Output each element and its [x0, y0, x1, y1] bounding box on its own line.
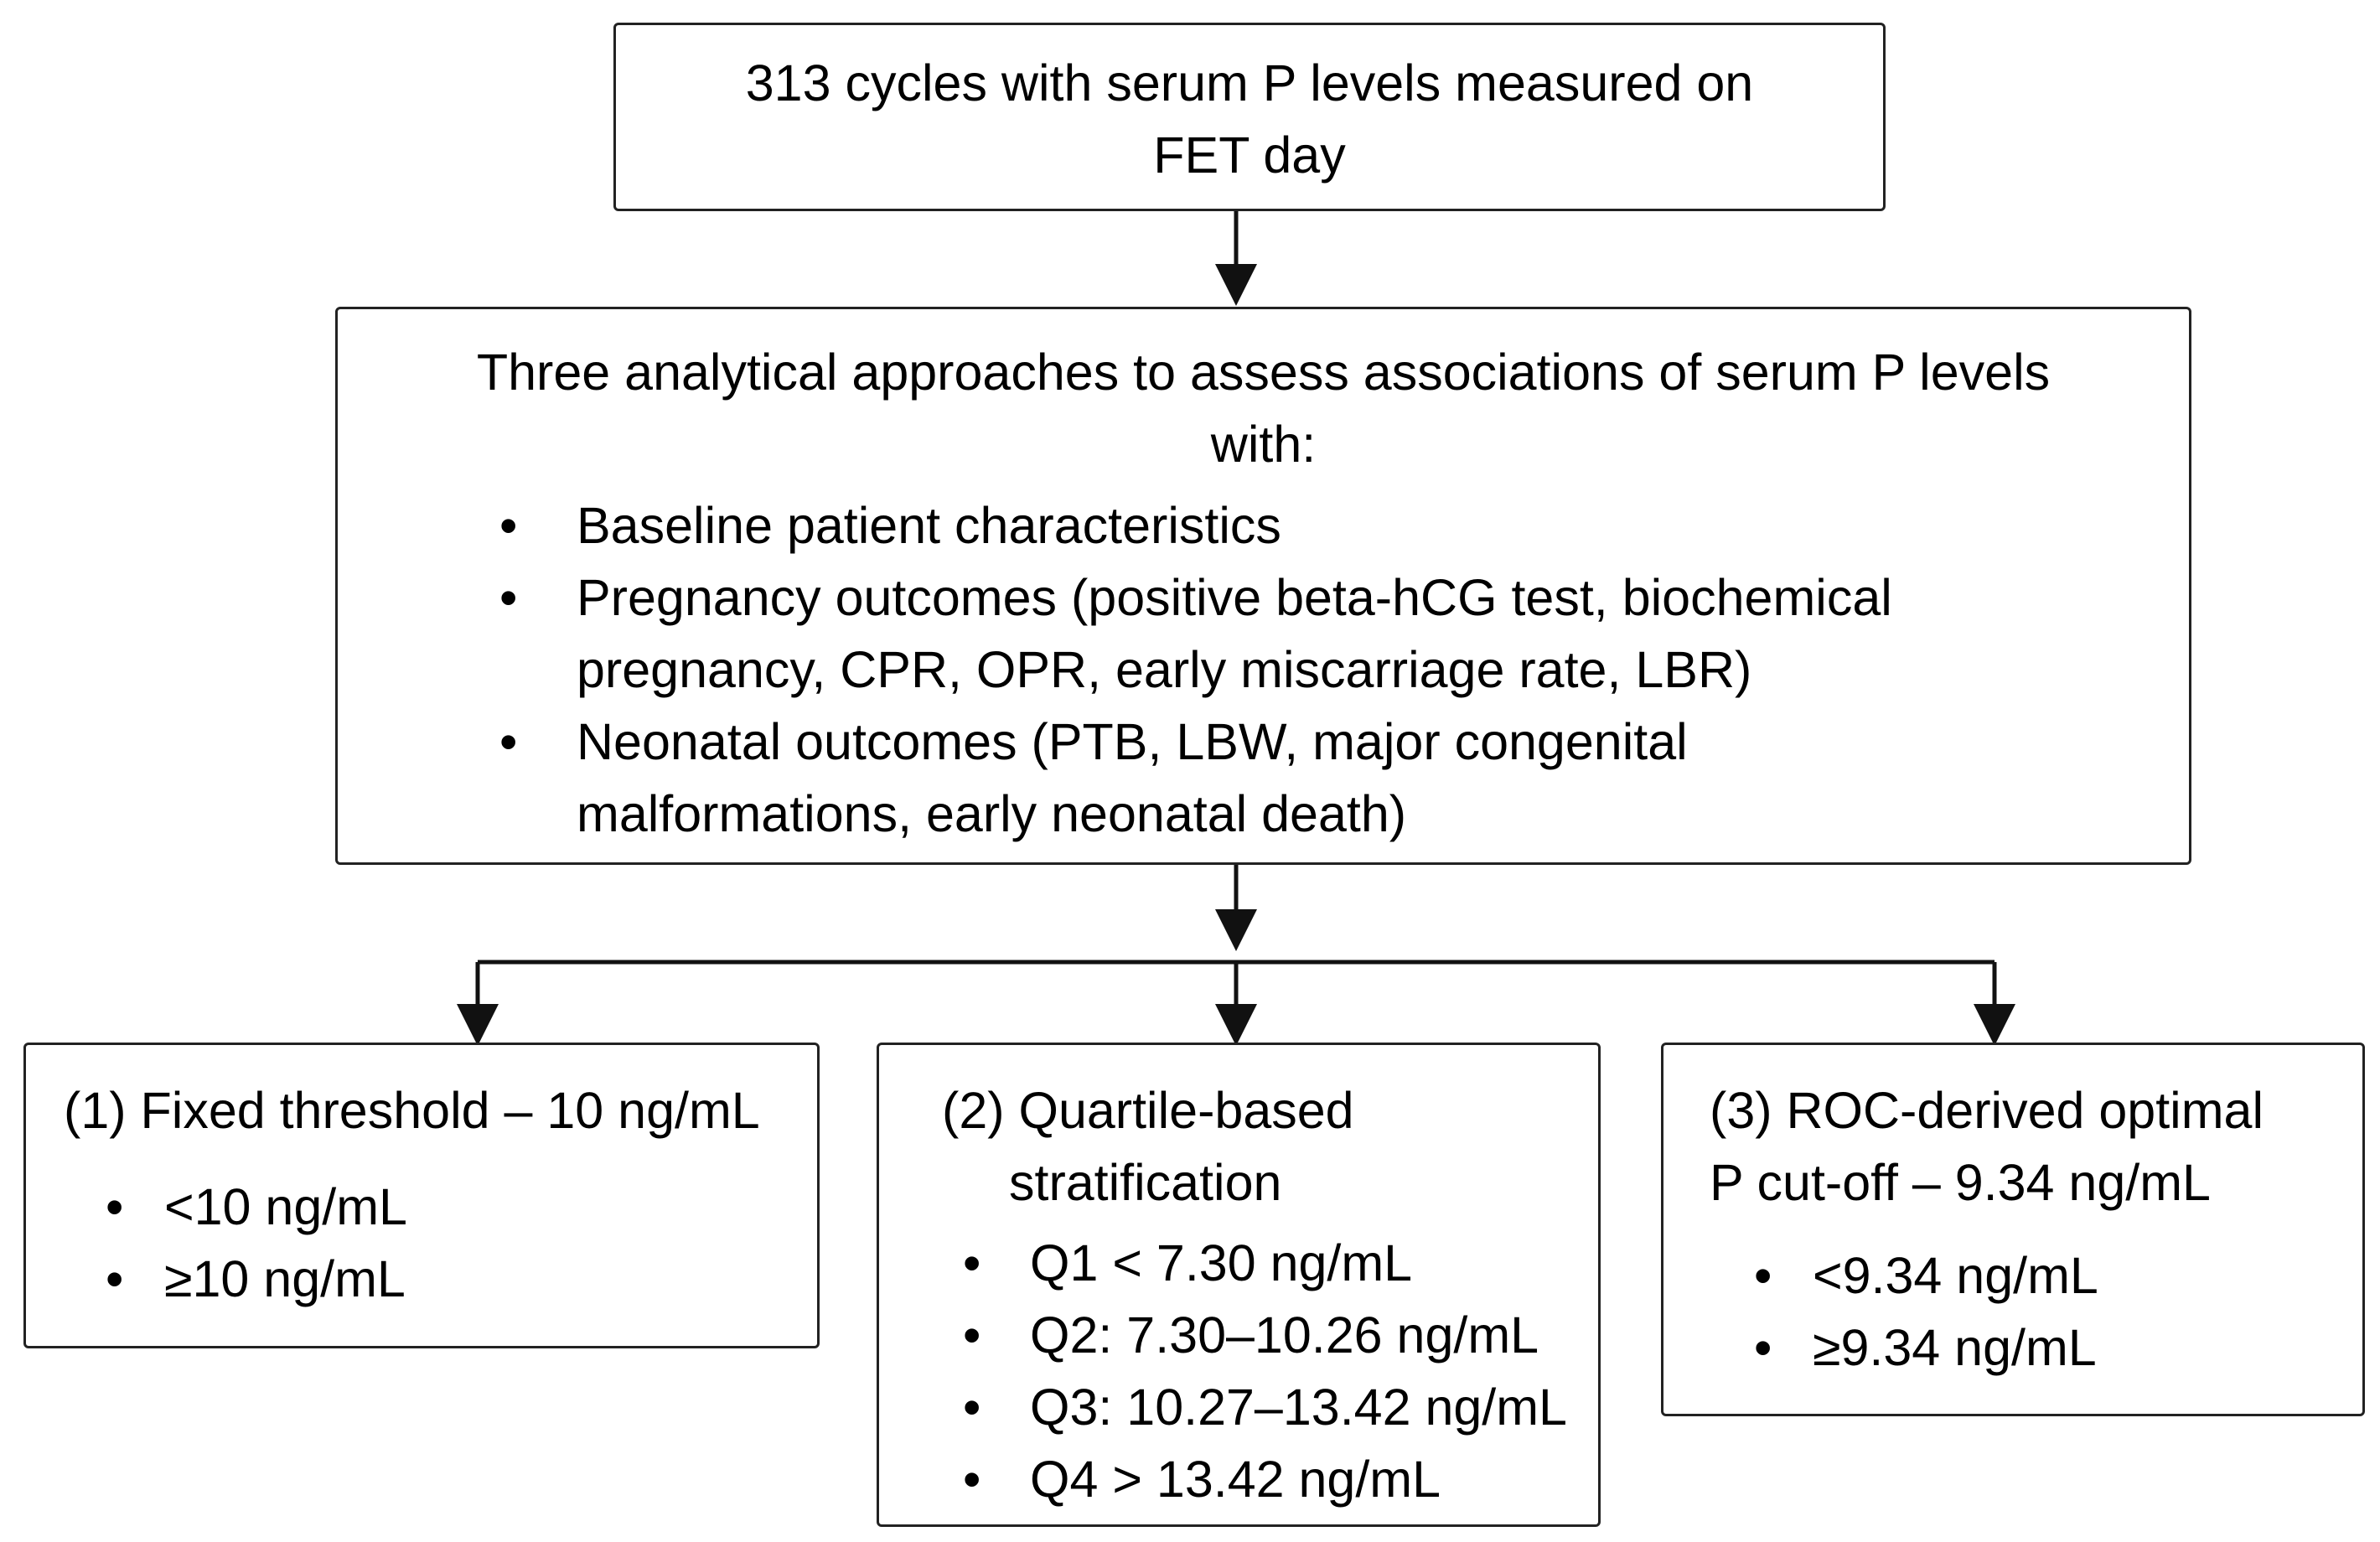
quartile-item-q4: Q4 > 13.42 ng/mL — [1030, 1451, 1441, 1508]
outcome-item-neonatal-line-2: malformations, early neonatal death) — [577, 785, 1407, 842]
roc-item-above: ≥9.34 ng/mL — [1813, 1319, 2097, 1376]
quartile-item-q1: Q1 < 7.30 ng/mL — [1030, 1234, 1413, 1291]
list-item: • <10 ng/mL — [106, 1171, 407, 1243]
bullet-icon: • — [106, 1250, 124, 1307]
bullet-icon: • — [963, 1307, 981, 1363]
bullet-icon: • — [106, 1178, 124, 1235]
quartile-list: • Q1 < 7.30 ng/mL • Q2: 7.30–10.26 ng/mL… — [963, 1227, 1567, 1515]
list-item: • Neonatal outcomes (PTB, LBW, major con… — [493, 706, 2127, 850]
fixed-threshold-title: (1) Fixed threshold – 10 ng/mL — [64, 1082, 760, 1139]
roc-cutoff-box: (3) ROC-derived optimal P cut-off – 9.34… — [1661, 1043, 2365, 1416]
list-item: • Q3: 10.27–13.42 ng/mL — [963, 1371, 1567, 1443]
bullet-icon: • — [963, 1234, 981, 1291]
quartile-item-q3: Q3: 10.27–13.42 ng/mL — [1030, 1379, 1567, 1436]
cohort-text-line-2: FET day — [1153, 127, 1346, 184]
cohort-box: 313 cycles with serum P levels measured … — [613, 23, 1886, 211]
list-item: • Q1 < 7.30 ng/mL — [963, 1227, 1567, 1299]
fixed-threshold-item-above: ≥10 ng/mL — [164, 1250, 406, 1307]
analysis-approaches-box: Three analytical approaches to assess as… — [335, 307, 2191, 865]
bullet-icon: • — [963, 1379, 981, 1436]
fixed-threshold-list: • <10 ng/mL • ≥10 ng/mL — [106, 1171, 407, 1315]
fixed-threshold-item-below: <10 ng/mL — [164, 1178, 407, 1235]
roc-title-line-1: (3) ROC-derived optimal — [1710, 1082, 2264, 1139]
roc-list: • <9.34 ng/mL • ≥9.34 ng/mL — [1754, 1239, 2098, 1384]
outcome-item-pregnancy-line-2: pregnancy, CPR, OPR, early miscarriage r… — [577, 641, 1752, 698]
roc-title-line-2: P cut-off – 9.34 ng/mL — [1710, 1154, 2211, 1211]
list-item: • ≥9.34 ng/mL — [1754, 1312, 2098, 1384]
list-item: • <9.34 ng/mL — [1754, 1239, 2098, 1312]
list-item: • Q4 > 13.42 ng/mL — [963, 1443, 1567, 1515]
cohort-text-line-1: 313 cycles with serum P levels measured … — [745, 54, 1754, 111]
quartile-title-line-1: (2) Quartile-based — [942, 1082, 1354, 1139]
bullet-icon: • — [1754, 1247, 1772, 1304]
list-item: • ≥10 ng/mL — [106, 1243, 407, 1315]
quartile-box: (2) Quartile-based stratification • Q1 <… — [877, 1043, 1601, 1527]
list-item: • Q2: 7.30–10.26 ng/mL — [963, 1299, 1567, 1371]
quartile-item-q2: Q2: 7.30–10.26 ng/mL — [1030, 1307, 1539, 1363]
quartile-title-line-2: stratification — [1009, 1154, 1282, 1211]
outcome-item-pregnancy-line-1: Pregnancy outcomes (positive beta-hCG te… — [577, 569, 1892, 626]
outcome-item-neonatal-line-1: Neonatal outcomes (PTB, LBW, major conge… — [577, 713, 1688, 770]
bullet-icon: • — [499, 497, 518, 554]
analysis-heading-line-2: with: — [1210, 416, 1317, 473]
bullet-icon: • — [499, 713, 518, 770]
bullet-icon: • — [1754, 1319, 1772, 1376]
analysis-heading-line-1: Three analytical approaches to assess as… — [476, 344, 2051, 401]
fixed-threshold-box: (1) Fixed threshold – 10 ng/mL • <10 ng/… — [23, 1043, 820, 1348]
outcome-list: • Baseline patient characteristics • Pre… — [493, 489, 2127, 850]
outcome-item-baseline: Baseline patient characteristics — [577, 497, 1281, 554]
roc-item-below: <9.34 ng/mL — [1813, 1247, 2098, 1304]
list-item: • Baseline patient characteristics — [493, 489, 2127, 561]
bullet-icon: • — [499, 569, 518, 626]
list-item: • Pregnancy outcomes (positive beta-hCG … — [493, 561, 2127, 706]
bullet-icon: • — [963, 1451, 981, 1508]
